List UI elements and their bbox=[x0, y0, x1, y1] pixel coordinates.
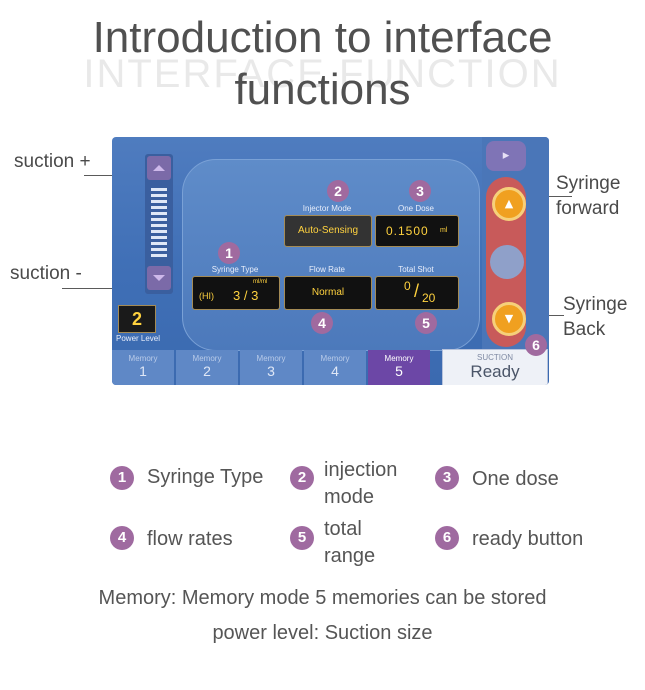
legend-num-3: 3 bbox=[435, 466, 459, 490]
arrow-up-icon: ▲ bbox=[504, 197, 514, 210]
callout-syringe-forward-1: Syringe bbox=[556, 173, 621, 194]
injector-mode-label: Injector Mode bbox=[302, 204, 352, 213]
one-dose-value: 0.1500 bbox=[386, 224, 429, 238]
legend-num-4: 4 bbox=[110, 526, 134, 550]
suction-status: Ready bbox=[470, 362, 520, 381]
one-dose-field[interactable]: 0.1500 ml bbox=[375, 215, 459, 247]
legend-text-3: One dose bbox=[472, 468, 559, 490]
total-shot-num: 0 bbox=[404, 279, 411, 293]
legend-text-6: ready button bbox=[472, 528, 584, 550]
memory-tab-label: Memory bbox=[384, 354, 414, 363]
legend-text-1: Syringe Type bbox=[147, 466, 264, 488]
memory-tab-number: 1 bbox=[139, 363, 147, 379]
footer-memory-note: Memory: Memory mode 5 memories can be st… bbox=[98, 587, 547, 609]
legend-num-1: 1 bbox=[110, 466, 134, 490]
power-level-value: 2 bbox=[118, 305, 156, 333]
legend-text-4: flow rates bbox=[147, 528, 233, 550]
badge-1: 1 bbox=[218, 242, 240, 264]
footer-power-note: power level: Suction size bbox=[212, 622, 433, 644]
callout-suction-plus: suction + bbox=[14, 151, 91, 172]
injector-mode-field[interactable]: Auto-Sensing bbox=[284, 215, 372, 247]
memory-tab-number: 5 bbox=[395, 363, 403, 379]
memory-tab-number: 4 bbox=[331, 363, 339, 379]
legend-text-5a: total bbox=[324, 518, 362, 540]
badge-2: 2 bbox=[327, 180, 349, 202]
syringe-type-value: 3 / 3 bbox=[233, 288, 259, 303]
page-title-line2: functions bbox=[234, 65, 411, 114]
total-shot-den: 20 bbox=[422, 291, 436, 305]
memory-tab-label: Memory bbox=[128, 354, 158, 363]
suction-bar bbox=[145, 154, 173, 294]
fraction-slash: / bbox=[414, 281, 420, 301]
total-shot-label: Total Shot bbox=[398, 265, 434, 274]
page-title-line1: Introduction to interface bbox=[92, 13, 553, 62]
suction-down-button[interactable] bbox=[147, 266, 171, 290]
memory-tab-label: Memory bbox=[320, 354, 350, 363]
syringe-type-unit: ml/ml bbox=[253, 279, 268, 285]
badge-4: 4 bbox=[311, 312, 333, 334]
flow-rate-field[interactable]: Normal bbox=[284, 276, 372, 310]
one-dose-label: One Dose bbox=[397, 204, 435, 213]
syringe-type-mode: (HI) bbox=[199, 291, 214, 301]
chevron-down-icon bbox=[153, 275, 165, 281]
title-watermark: INTERFACE FUNCTION bbox=[83, 52, 562, 96]
device-screen: 2 Power Level Injector Mode Auto-Sensing… bbox=[112, 137, 549, 385]
suction-label: SUCTION bbox=[477, 353, 513, 362]
injector-mode-value: Auto-Sensing bbox=[297, 225, 359, 236]
suction-level-meter bbox=[151, 188, 167, 260]
arrow-down-icon: ▼ bbox=[504, 312, 514, 325]
callout-syringe-forward-2: forward bbox=[556, 198, 620, 219]
legend-num-2: 2 bbox=[290, 466, 314, 490]
legend-text-2a: injection bbox=[324, 459, 398, 481]
legend-text-2b: mode bbox=[324, 486, 375, 508]
legend-text-5b: range bbox=[324, 545, 376, 567]
syringe-position-indicator bbox=[490, 245, 524, 279]
suction-ready-button[interactable]: SUCTION Ready bbox=[442, 349, 548, 385]
speaker-button[interactable]: ▸ bbox=[486, 141, 526, 171]
one-dose-unit: ml bbox=[440, 227, 448, 234]
memory-tab-number: 3 bbox=[267, 363, 275, 379]
callout-syringe-back-1: Syringe bbox=[563, 294, 628, 315]
syringe-forward-button[interactable]: ▲ bbox=[492, 187, 526, 221]
memory-tab-number: 2 bbox=[203, 363, 211, 379]
syringe-back-button[interactable]: ▼ bbox=[492, 302, 526, 336]
syringe-type-label: Syringe Type bbox=[211, 265, 259, 274]
badge-5: 5 bbox=[415, 312, 437, 334]
legend-num-5: 5 bbox=[290, 526, 314, 550]
callout-suction-minus: suction - bbox=[10, 263, 82, 284]
flow-rate-value: Normal bbox=[311, 287, 345, 298]
flow-rate-label: Flow Rate bbox=[308, 265, 345, 274]
badge-3: 3 bbox=[409, 180, 431, 202]
callout-line bbox=[62, 288, 124, 289]
badge-6: 6 bbox=[525, 334, 547, 356]
memory-tab-label: Memory bbox=[256, 354, 286, 363]
chevron-up-icon bbox=[153, 165, 165, 171]
memory-tab-label: Memory bbox=[192, 354, 222, 363]
suction-up-button[interactable] bbox=[147, 156, 171, 180]
total-shot-field[interactable]: 0 / 20 bbox=[375, 276, 459, 310]
legend-num-6: 6 bbox=[435, 526, 459, 550]
syringe-type-field[interactable]: ml/ml (HI) 3 / 3 bbox=[192, 276, 280, 310]
power-level-label: Power Level bbox=[116, 334, 161, 343]
speaker-icon: ▸ bbox=[502, 148, 510, 163]
syringe-control-column: ▸ ▲ ▼ bbox=[482, 137, 549, 350]
callout-syringe-back-2: Back bbox=[563, 319, 606, 340]
